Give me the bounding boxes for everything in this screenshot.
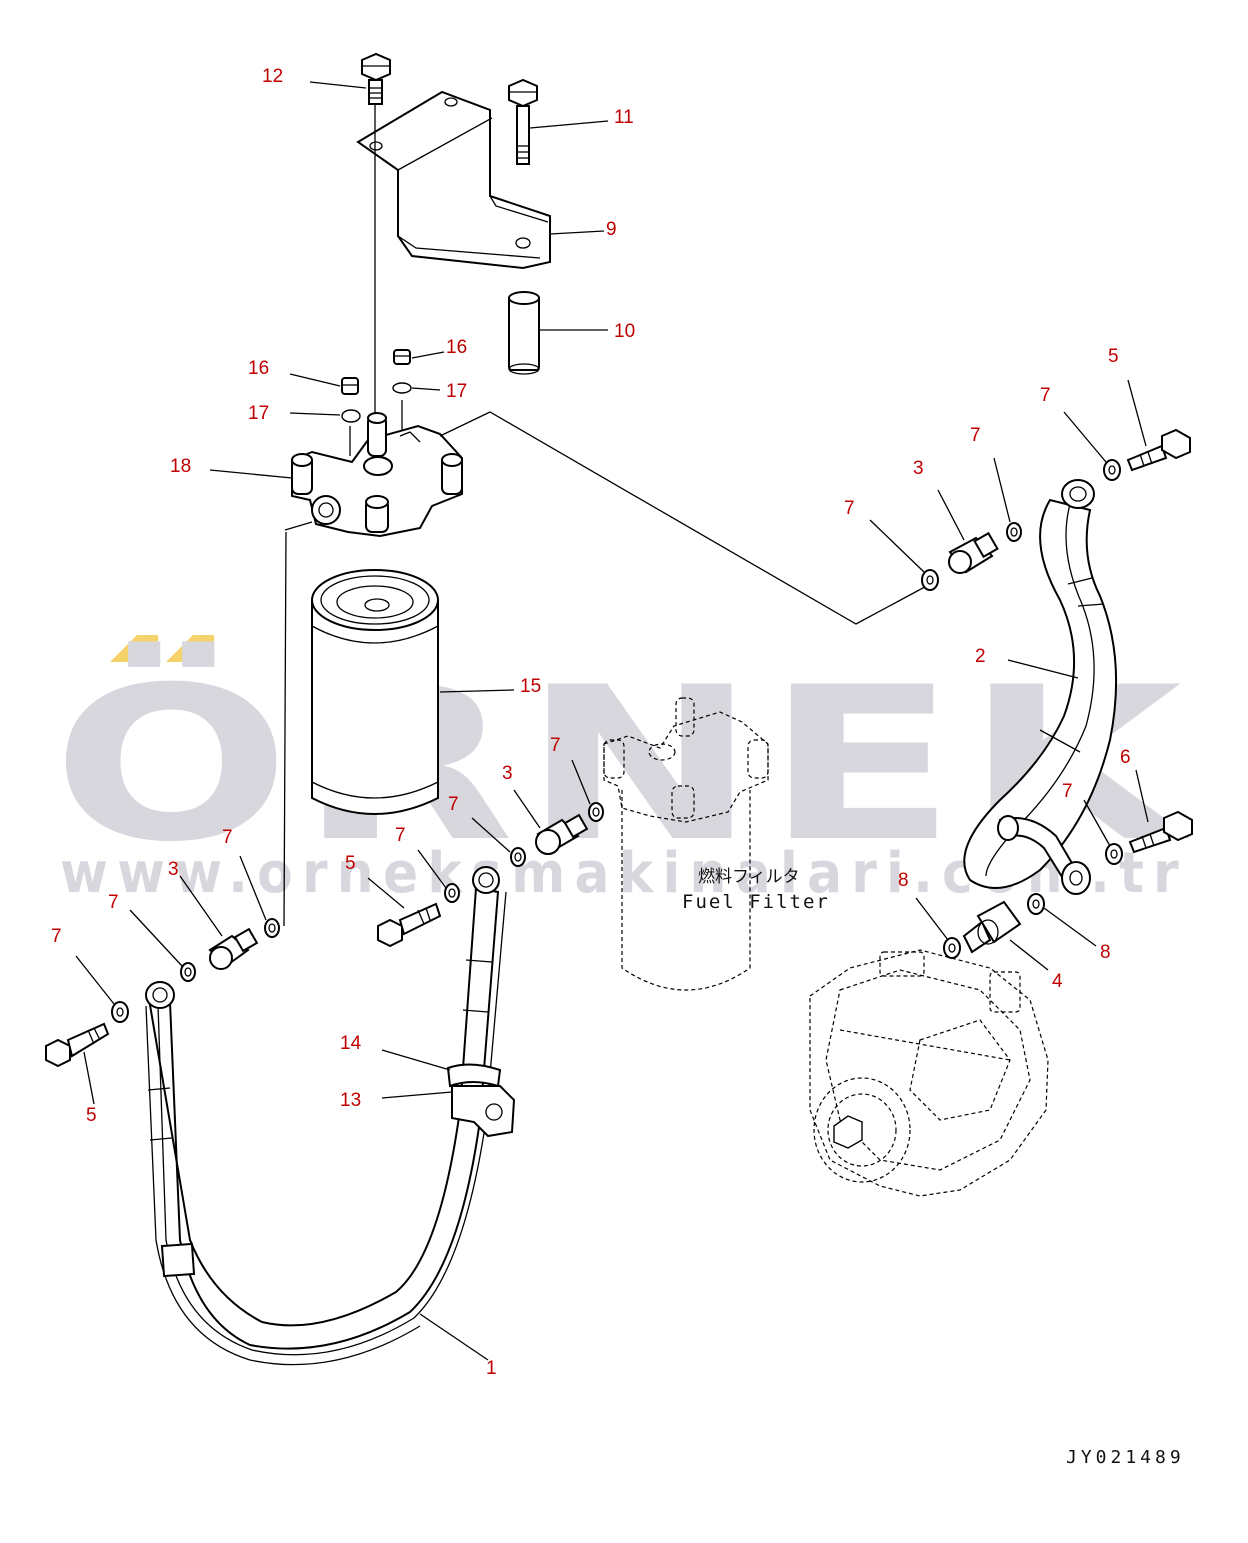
callout-7-g: 7 [844, 498, 855, 519]
washer-7-i [1103, 459, 1121, 481]
filter-cartridge-15 [311, 569, 439, 815]
callout-18: 18 [170, 456, 191, 477]
plug-16-left [341, 377, 359, 395]
callout-7-e: 7 [448, 794, 459, 815]
o-ring-17-left [341, 409, 361, 423]
callout-2: 2 [975, 646, 986, 667]
pipe-2 [963, 479, 1118, 895]
callout-7-h: 7 [970, 425, 981, 446]
callout-5-left: 5 [86, 1105, 97, 1126]
bolt-11 [508, 78, 538, 165]
callout-3-right: 3 [913, 458, 924, 479]
callout-7-i: 7 [1040, 385, 1051, 406]
callout-7-j: 7 [1062, 781, 1073, 802]
clamp-14 [446, 1063, 502, 1088]
washer-7-h [1006, 522, 1022, 542]
callouts: 1 2 3 3 3 4 5 5 5 6 7 7 7 7 7 7 7 7 7 7 … [51, 66, 1131, 1379]
callout-5-right: 5 [1108, 346, 1119, 367]
bracket-9 [356, 90, 551, 270]
callout-14: 14 [340, 1033, 362, 1054]
washer-7-b [180, 962, 196, 982]
callout-15: 15 [520, 676, 541, 697]
callout-3-middle: 3 [502, 763, 513, 784]
middle-fittings [377, 802, 604, 948]
o-ring-17-right [392, 382, 412, 394]
bolt-6 [1128, 810, 1193, 854]
callout-17-right: 17 [446, 381, 467, 402]
watermark-accent-right [166, 635, 214, 662]
connector-3-left [208, 927, 259, 970]
clamp-13 [451, 1085, 516, 1138]
drawing-code: JY021489 [1066, 1447, 1185, 1468]
callout-1: 1 [486, 1358, 497, 1379]
washer-7-g [921, 569, 939, 591]
callout-16-right: 16 [446, 337, 467, 358]
washer-7-f [588, 802, 604, 822]
connector-3-right [948, 531, 999, 574]
callout-11: 11 [614, 107, 634, 128]
callout-7-a: 7 [51, 926, 62, 947]
callout-8-a: 8 [898, 870, 909, 891]
plugs [341, 349, 412, 423]
callout-7-b: 7 [108, 892, 119, 913]
fuel-filter-en-label: Fuel Filter [682, 891, 830, 913]
bolt-12 [361, 52, 391, 105]
connector-4 [962, 900, 1022, 954]
callout-4: 4 [1052, 971, 1063, 992]
callout-16-left: 16 [248, 358, 269, 379]
callout-12: 12 [262, 66, 283, 87]
washer-7-e [510, 847, 526, 867]
bolt-5-left [45, 1022, 110, 1068]
connector-3-middle [535, 813, 589, 855]
filter-head-18 [284, 412, 463, 538]
bolt-5-right [1126, 428, 1191, 472]
plug-16-right [393, 349, 411, 365]
washer-7-a [111, 1001, 129, 1023]
washer-7-j [1105, 843, 1123, 865]
reference-fuel-filter: 燃料フィルタ Fuel Filter [603, 697, 830, 991]
callout-17-left: 17 [248, 403, 269, 424]
callout-10: 10 [614, 321, 635, 342]
washer-7-d [444, 883, 460, 903]
callout-7-d: 7 [395, 825, 406, 846]
callout-5-middle: 5 [345, 853, 356, 874]
washer-7-c [264, 918, 280, 938]
bolt-5-middle [377, 902, 442, 948]
fuel-pump [809, 949, 1049, 1197]
leader-lines [75, 81, 1149, 1361]
callout-13: 13 [340, 1090, 361, 1111]
watermark-accent-left [110, 635, 158, 662]
callout-8-b: 8 [1100, 942, 1111, 963]
bracket-assembly [349, 52, 551, 456]
fuel-filter-jp-label: 燃料フィルタ [698, 867, 800, 887]
washer-8-b [1027, 893, 1045, 915]
left-fittings [45, 531, 287, 1068]
callout-6: 6 [1120, 747, 1131, 768]
callout-9: 9 [606, 219, 617, 240]
right-fittings [439, 411, 1193, 959]
callout-7-c: 7 [222, 827, 233, 848]
callout-3-left: 3 [168, 859, 179, 880]
callout-7-f: 7 [550, 735, 561, 756]
washer-8-a [943, 937, 961, 959]
collar-10 [508, 291, 540, 375]
hose-1 [145, 866, 507, 1366]
